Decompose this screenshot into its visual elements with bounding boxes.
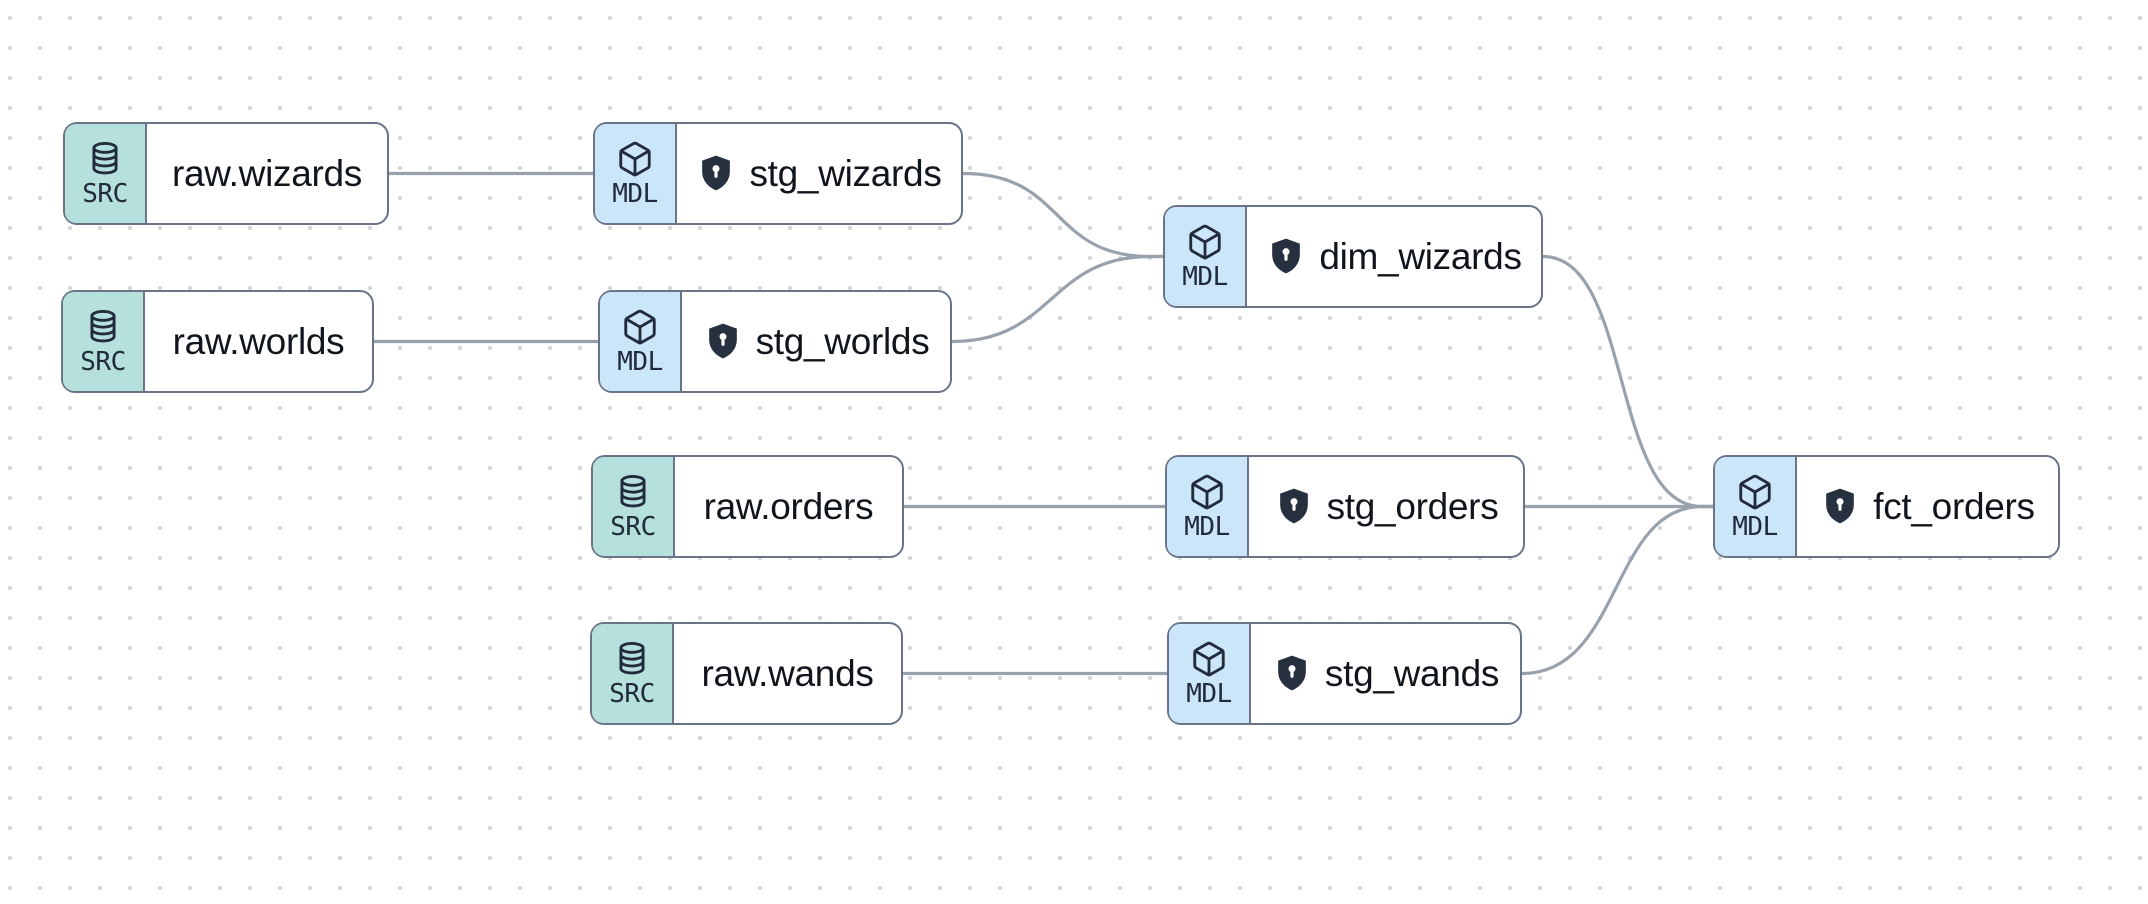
shield-lock-icon <box>1266 236 1306 278</box>
node-body: raw.worlds <box>145 292 372 391</box>
node-label: fct_orders <box>1873 485 2035 527</box>
badge-label: SRC <box>610 512 656 542</box>
badge-label: MDL <box>617 347 663 377</box>
cube-icon <box>1186 223 1224 261</box>
node-stg-orders[interactable]: MDL stg_orders <box>1165 455 1525 558</box>
node-label: stg_worlds <box>755 320 930 362</box>
node-body: stg_worlds <box>682 292 950 391</box>
shield-lock-icon <box>1274 486 1314 528</box>
model-badge: MDL <box>595 124 677 223</box>
node-body: dim_wizards <box>1247 207 1541 306</box>
shield-lock-icon <box>1272 653 1312 695</box>
model-badge: MDL <box>1715 457 1797 556</box>
node-raw-worlds[interactable]: SRC raw.worlds <box>61 290 374 393</box>
node-stg-wizards[interactable]: MDL stg_wizards <box>593 122 963 225</box>
badge-label: SRC <box>82 179 128 209</box>
cube-icon <box>621 308 659 346</box>
source-badge: SRC <box>63 292 145 391</box>
node-body: stg_wands <box>1251 624 1520 723</box>
source-badge: SRC <box>65 124 147 223</box>
badge-label: MDL <box>1182 262 1228 292</box>
edge-dim-wizards-fct-orders <box>1541 254 1716 509</box>
node-fct-orders[interactable]: MDL fct_orders <box>1713 455 2060 558</box>
edge-stg-wizards-dim-wizards <box>961 171 1166 259</box>
database-icon <box>84 308 122 346</box>
badge-label: SRC <box>80 347 126 377</box>
node-raw-orders[interactable]: SRC raw.orders <box>591 455 904 558</box>
node-label: dim_wizards <box>1319 235 1522 277</box>
node-label: raw.wands <box>701 652 874 694</box>
node-label: raw.wizards <box>172 152 362 194</box>
database-icon <box>86 140 124 178</box>
cube-icon <box>1190 640 1228 678</box>
node-label: raw.orders <box>703 485 874 527</box>
shield-lock-icon <box>703 321 743 363</box>
node-dim-wizards[interactable]: MDL dim_wizards <box>1163 205 1543 308</box>
badge-label: MDL <box>612 179 658 209</box>
node-body: stg_orders <box>1249 457 1523 556</box>
cube-icon <box>1736 473 1774 511</box>
badge-label: MDL <box>1732 512 1778 542</box>
cube-icon <box>1188 473 1226 511</box>
node-body: stg_wizards <box>677 124 961 223</box>
node-stg-wands[interactable]: MDL stg_wands <box>1167 622 1522 725</box>
node-label: stg_orders <box>1326 485 1499 527</box>
node-label: stg_wizards <box>749 152 942 194</box>
node-label: raw.worlds <box>172 320 345 362</box>
node-stg-worlds[interactable]: MDL stg_worlds <box>598 290 952 393</box>
model-badge: MDL <box>1165 207 1247 306</box>
source-badge: SRC <box>593 457 675 556</box>
database-icon <box>614 473 652 511</box>
cube-icon <box>616 140 654 178</box>
badge-label: MDL <box>1184 512 1230 542</box>
shield-lock-icon <box>696 153 736 195</box>
model-badge: MDL <box>600 292 682 391</box>
badge-label: SRC <box>609 679 655 709</box>
node-body: raw.wands <box>674 624 901 723</box>
node-label: stg_wands <box>1324 652 1500 694</box>
node-body: raw.wizards <box>147 124 387 223</box>
badge-label: MDL <box>1186 679 1232 709</box>
edge-stg-worlds-dim-wizards <box>950 254 1166 344</box>
model-badge: MDL <box>1169 624 1251 723</box>
node-body: fct_orders <box>1797 457 2058 556</box>
node-raw-wands[interactable]: SRC raw.wands <box>590 622 903 725</box>
node-raw-wizards[interactable]: SRC raw.wizards <box>63 122 389 225</box>
model-badge: MDL <box>1167 457 1249 556</box>
database-icon <box>613 640 651 678</box>
shield-lock-icon <box>1820 486 1860 528</box>
source-badge: SRC <box>592 624 674 723</box>
edge-stg-wands-fct-orders <box>1520 504 1716 676</box>
node-body: raw.orders <box>675 457 902 556</box>
